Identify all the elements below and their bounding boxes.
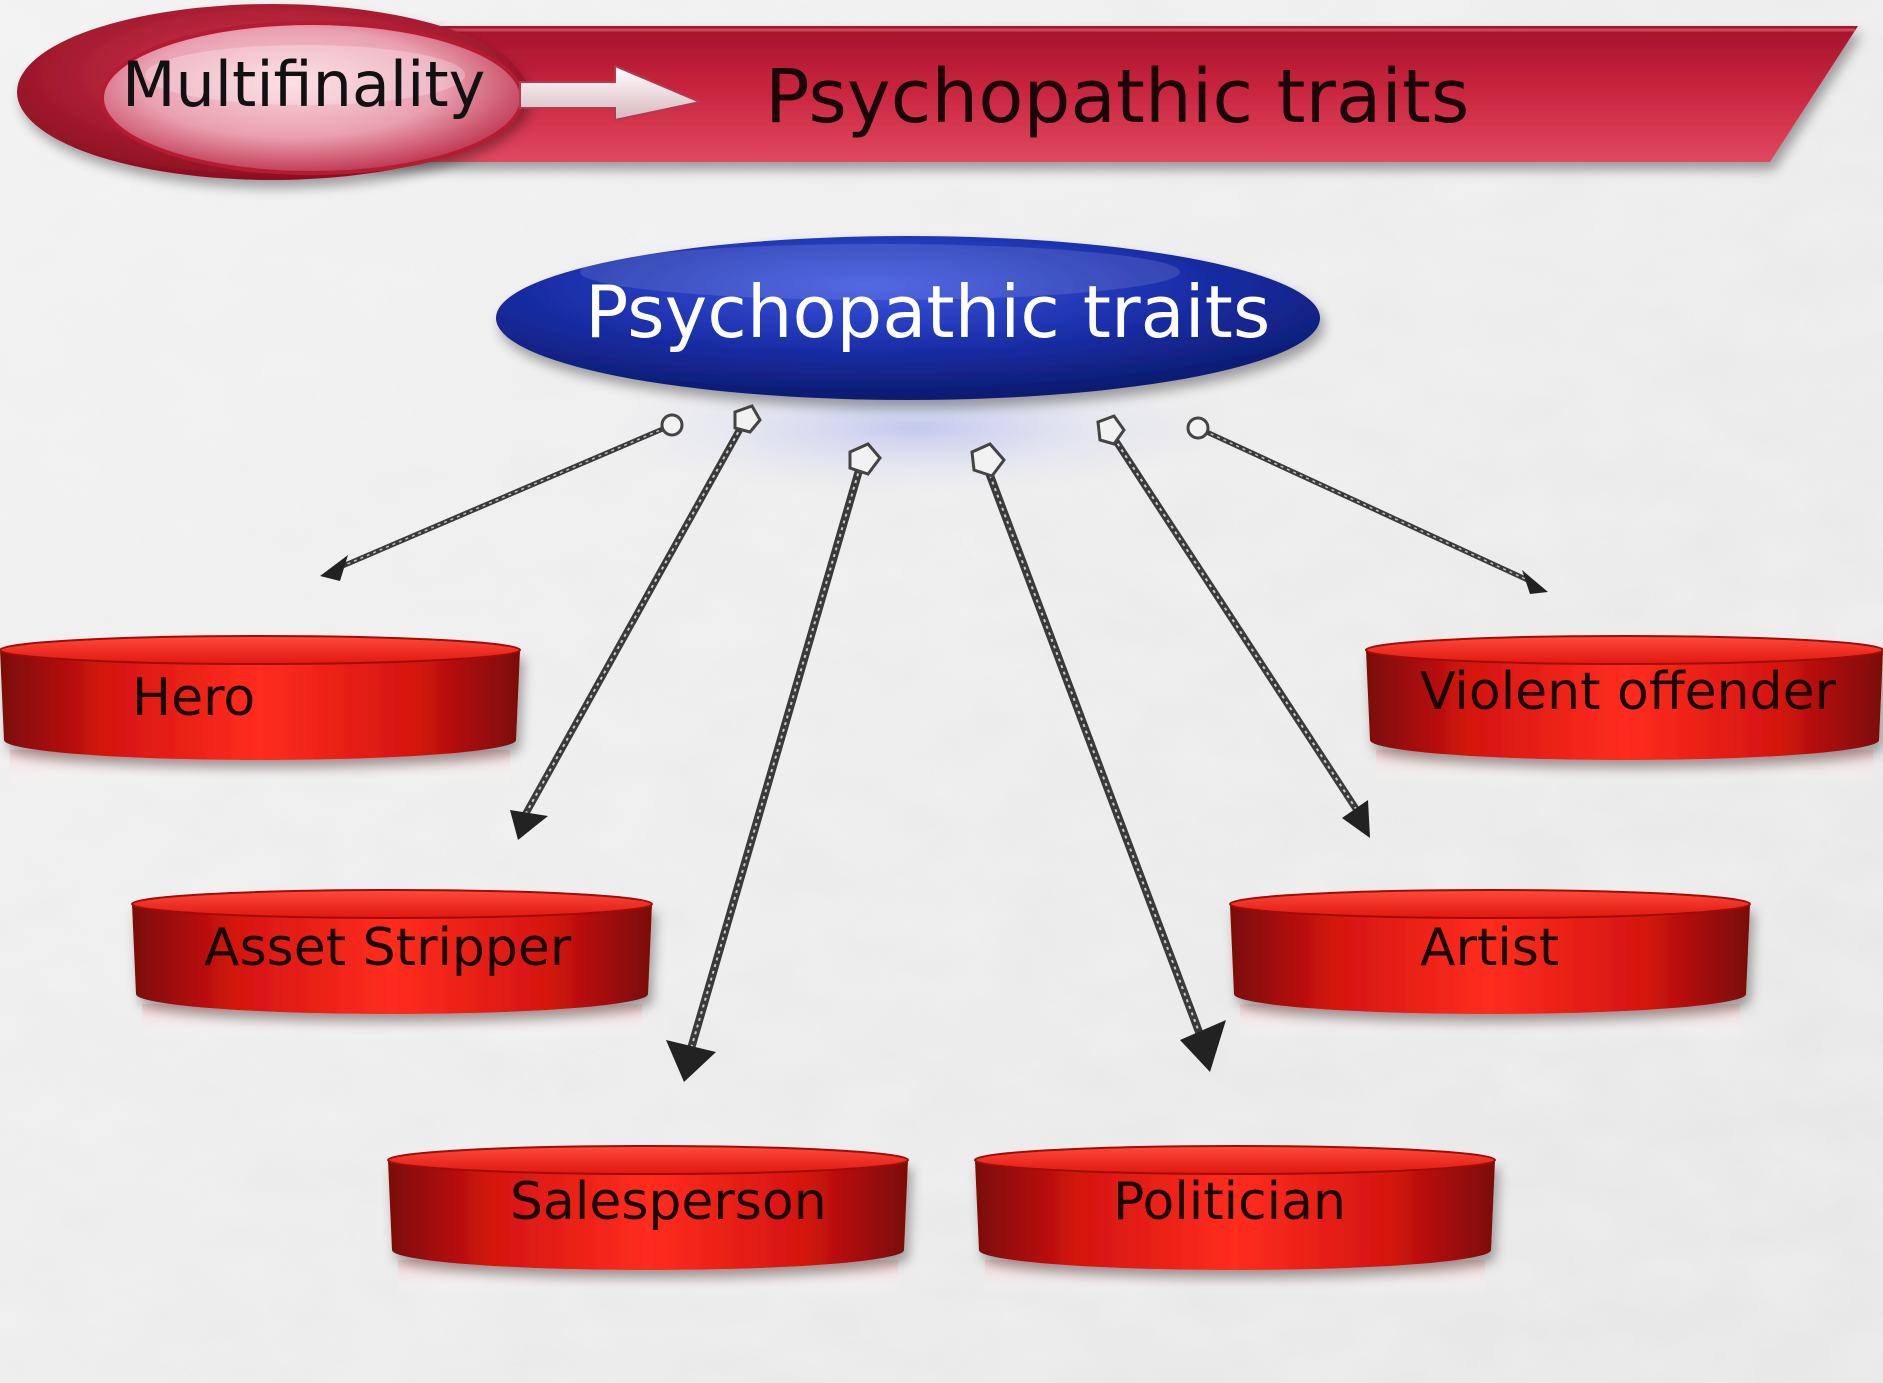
outcome-plate-politician [974,1145,1496,1296]
outcome-plate-salesperson [387,1145,909,1296]
banner-title: Psychopathic traits [765,54,1470,140]
arrow-to-violent-offender [1186,416,1548,594]
connector-arrows [320,404,1548,1082]
arrow-to-asset-stripper [510,404,762,840]
arrow-to-hero [320,413,684,581]
center-label: Psychopathic traits [585,270,1271,354]
outcome-plate-hero [0,635,521,786]
outcome-label-salesperson: Salesperson [510,1172,827,1232]
arrow-to-artist [1096,414,1370,838]
arrow-to-politician [970,442,1226,1072]
outcome-label-hero: Hero [132,668,256,728]
outcome-label-asset-stripper: Asset Stripper [204,918,572,978]
center-oval [496,236,1320,400]
outcome-label-politician: Politician [1113,1172,1346,1232]
banner-subtitle: Multifinality [122,48,486,121]
arrow-to-salesperson [666,442,882,1082]
outcome-plates [0,635,1883,1296]
banner-arrow-icon [519,64,704,122]
outcome-plate-violent-offender [1365,635,1883,786]
header-banner [17,4,1858,180]
outcome-plate-artist [1229,889,1751,1040]
outcome-label-artist: Artist [1420,918,1560,978]
outcome-label-violent-offender: Violent offender [1420,662,1836,722]
outcome-plate-asset-stripper [131,889,653,1040]
